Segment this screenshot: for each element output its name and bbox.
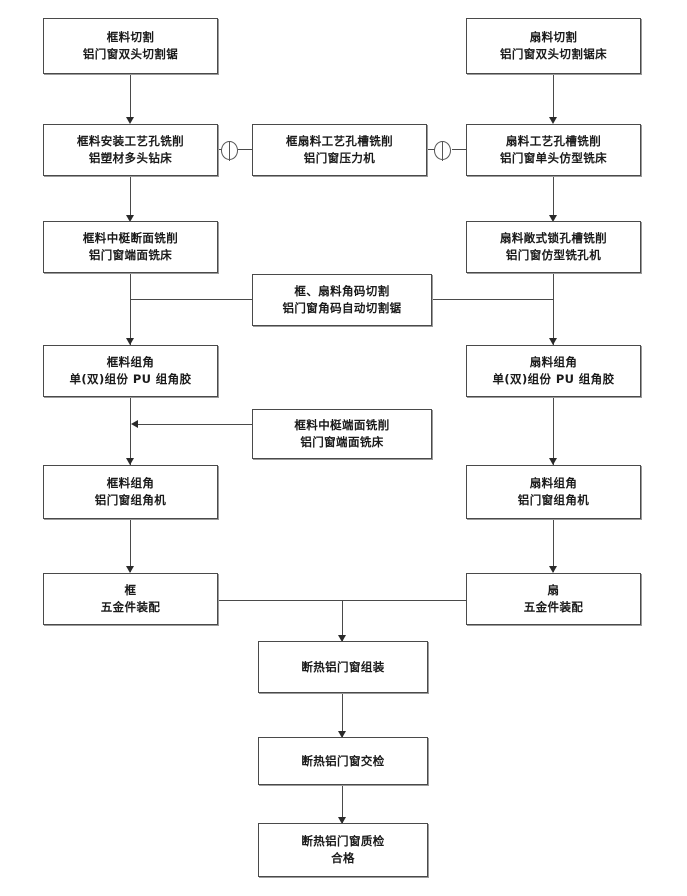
- edge-sashcornermachine-to-hardware: [553, 519, 555, 572]
- node-sash-slot-lock[interactable]: 扇料敞式锁孔槽铣削 铝门窗仿型铣孔机: [466, 221, 641, 273]
- node-quality-pass-line2: 合格: [331, 851, 355, 865]
- node-frame-mid-end-mill-line2: 铝门窗端面铣床: [88, 248, 173, 262]
- node-frame-mid-end-mill[interactable]: 框料中梃断面铣削 铝门窗端面铣床: [43, 221, 218, 273]
- node-quality-pass[interactable]: 断热铝门窗质检 合格: [258, 823, 428, 877]
- edge-connector-left-to-slot: [238, 149, 252, 151]
- node-quality-pass-line1: 断热铝门窗质检: [301, 834, 385, 849]
- arrowhead-sashcornermachine-to-hardware: [549, 566, 557, 573]
- node-sash-corner-machine-line1: 扇料组角: [529, 476, 578, 491]
- node-frame-cut[interactable]: 框料切割 铝门窗双头切割锯: [43, 18, 218, 74]
- edge-sashmill-to-lockslot: [553, 176, 555, 220]
- node-frame-install-hole-line1: 框料安装工艺孔铣削: [76, 134, 185, 149]
- node-frame-corner-glue[interactable]: 框料组角 单(双)组份 PU 组角胶: [43, 345, 218, 397]
- node-sash-slot-mill-line2: 铝门窗单头仿型铣床: [499, 151, 608, 165]
- node-sash-corner-machine-line2: 铝门窗组角机: [517, 493, 590, 507]
- edge-connector-right-to-sashmill: [452, 149, 466, 151]
- node-frame-mid-face-mill[interactable]: 框料中梃端面铣削 铝门窗端面铣床: [252, 409, 432, 459]
- edge-lockslot-down: [553, 273, 555, 345]
- node-sash-slot-lock-line1: 扇料敞式锁孔槽铣削: [499, 231, 608, 246]
- node-sash-cut-line2: 铝门窗双头切割锯床: [499, 47, 608, 61]
- edge-midfacemill-to-left-lane: [138, 424, 252, 426]
- edge-sashglue-down: [553, 397, 555, 465]
- node-sash-cut[interactable]: 扇料切割 铝门窗双头切割锯床: [466, 18, 641, 74]
- edge-assembly-to-inspection: [342, 693, 344, 737]
- node-frame-mid-face-mill-line1: 框料中梃端面铣削: [294, 418, 390, 433]
- edge-inspection-to-quality: [342, 785, 344, 823]
- node-frame-sash-slot[interactable]: 框扇料工艺孔槽铣削 铝门窗压力机: [252, 124, 427, 176]
- edge-framecornermachine-to-hardware: [130, 519, 132, 572]
- node-frame-sash-slot-line2: 铝门窗压力机: [303, 151, 376, 165]
- edge-cornercode-to-left-lane: [130, 299, 252, 301]
- node-inspection-handover-line1: 断热铝门窗交检: [301, 753, 385, 768]
- arrowhead-assembly-to-inspection: [338, 731, 346, 738]
- node-frame-cut-line1: 框料切割: [106, 30, 155, 45]
- node-frame-corner-glue-line1: 框料组角: [106, 355, 155, 370]
- edge-frame-cut-to-hole: [130, 74, 132, 122]
- arrowhead-lockslot-to-sashcorner: [549, 338, 557, 345]
- node-corner-code-cut-line2: 铝门窗角码自动切割锯: [282, 301, 402, 315]
- node-frame-mid-face-mill-line2: 铝门窗端面铣床: [300, 435, 384, 449]
- arrowhead-midmill-to-framecorner: [126, 338, 134, 345]
- node-inspection-handover[interactable]: 断热铝门窗交检: [258, 737, 428, 785]
- node-frame-hardware-line1: 框: [124, 583, 137, 598]
- arrowhead-frameglue-to-framecornermachine: [126, 458, 134, 465]
- node-frame-install-hole-line2: 铝塑材多头钻床: [88, 151, 173, 165]
- node-sash-slot-mill[interactable]: 扇料工艺孔槽铣削 铝门窗单头仿型铣床: [466, 124, 641, 176]
- node-assembly[interactable]: 断热铝门窗组装: [258, 641, 428, 693]
- arrowhead-midfacemill-to-left-lane: [131, 420, 138, 428]
- edge-cornercode-to-right-lane: [432, 299, 554, 301]
- node-frame-hardware[interactable]: 框 五金件装配: [43, 573, 218, 625]
- node-frame-corner-machine-line2: 铝门窗组角机: [94, 493, 167, 507]
- off-page-connector-left[interactable]: [221, 140, 238, 161]
- edge-frameglue-down: [130, 397, 132, 465]
- node-sash-cut-line1: 扇料切割: [529, 30, 578, 45]
- node-sash-hardware[interactable]: 扇 五金件装配: [466, 573, 641, 625]
- arrowhead-sashmill-to-lockslot: [549, 215, 557, 222]
- arrowhead-sashglue-to-sashcornermachine: [549, 458, 557, 465]
- node-sash-slot-mill-line1: 扇料工艺孔槽铣削: [505, 134, 602, 149]
- node-frame-corner-machine-line1: 框料组角: [106, 476, 155, 491]
- arrowhead-sash-cut-to-slot: [549, 117, 557, 124]
- node-frame-cut-line2: 铝门窗双头切割锯: [82, 47, 179, 61]
- node-assembly-line1: 断热铝门窗组装: [301, 659, 385, 674]
- node-sash-corner-glue-line1: 扇料组角: [529, 355, 578, 370]
- node-sash-hardware-line1: 扇: [547, 583, 560, 598]
- node-corner-code-cut[interactable]: 框、扇料角码切割 铝门窗角码自动切割锯: [252, 274, 432, 326]
- node-sash-corner-glue[interactable]: 扇料组角 单(双)组份 PU 组角胶: [466, 345, 641, 397]
- node-sash-corner-machine[interactable]: 扇料组角 铝门窗组角机: [466, 465, 641, 519]
- node-sash-slot-lock-line2: 铝门窗仿型铣孔机: [505, 248, 602, 262]
- edge-merge-to-assembly: [342, 600, 344, 642]
- edge-sash-cut-to-slot: [553, 74, 555, 122]
- arrowhead-inspection-to-quality: [338, 817, 346, 824]
- arrowhead-merge-to-assembly: [338, 635, 346, 642]
- node-frame-mid-end-mill-line1: 框料中梃断面铣削: [82, 231, 179, 246]
- arrowhead-frame-cut-to-hole: [126, 117, 134, 124]
- edge-hole-to-midmill: [130, 176, 132, 220]
- node-sash-hardware-line2: 五金件装配: [523, 600, 584, 614]
- node-frame-corner-machine[interactable]: 框料组角 铝门窗组角机: [43, 465, 218, 519]
- edge-midmill-down: [130, 273, 132, 345]
- node-corner-code-cut-line1: 框、扇料角码切割: [294, 284, 390, 299]
- node-frame-sash-slot-line1: 框扇料工艺孔槽铣削: [285, 134, 394, 149]
- node-frame-corner-glue-line2: 单(双)组份 PU 组角胶: [69, 372, 192, 386]
- off-page-connector-right[interactable]: [434, 140, 451, 161]
- arrowhead-hole-to-midmill: [126, 215, 134, 222]
- node-sash-corner-glue-line2: 单(双)组份 PU 组角胶: [492, 372, 615, 386]
- arrowhead-framecornermachine-to-hardware: [126, 566, 134, 573]
- node-frame-hardware-line2: 五金件装配: [100, 600, 161, 614]
- node-frame-install-hole[interactable]: 框料安装工艺孔铣削 铝塑材多头钻床: [43, 124, 218, 176]
